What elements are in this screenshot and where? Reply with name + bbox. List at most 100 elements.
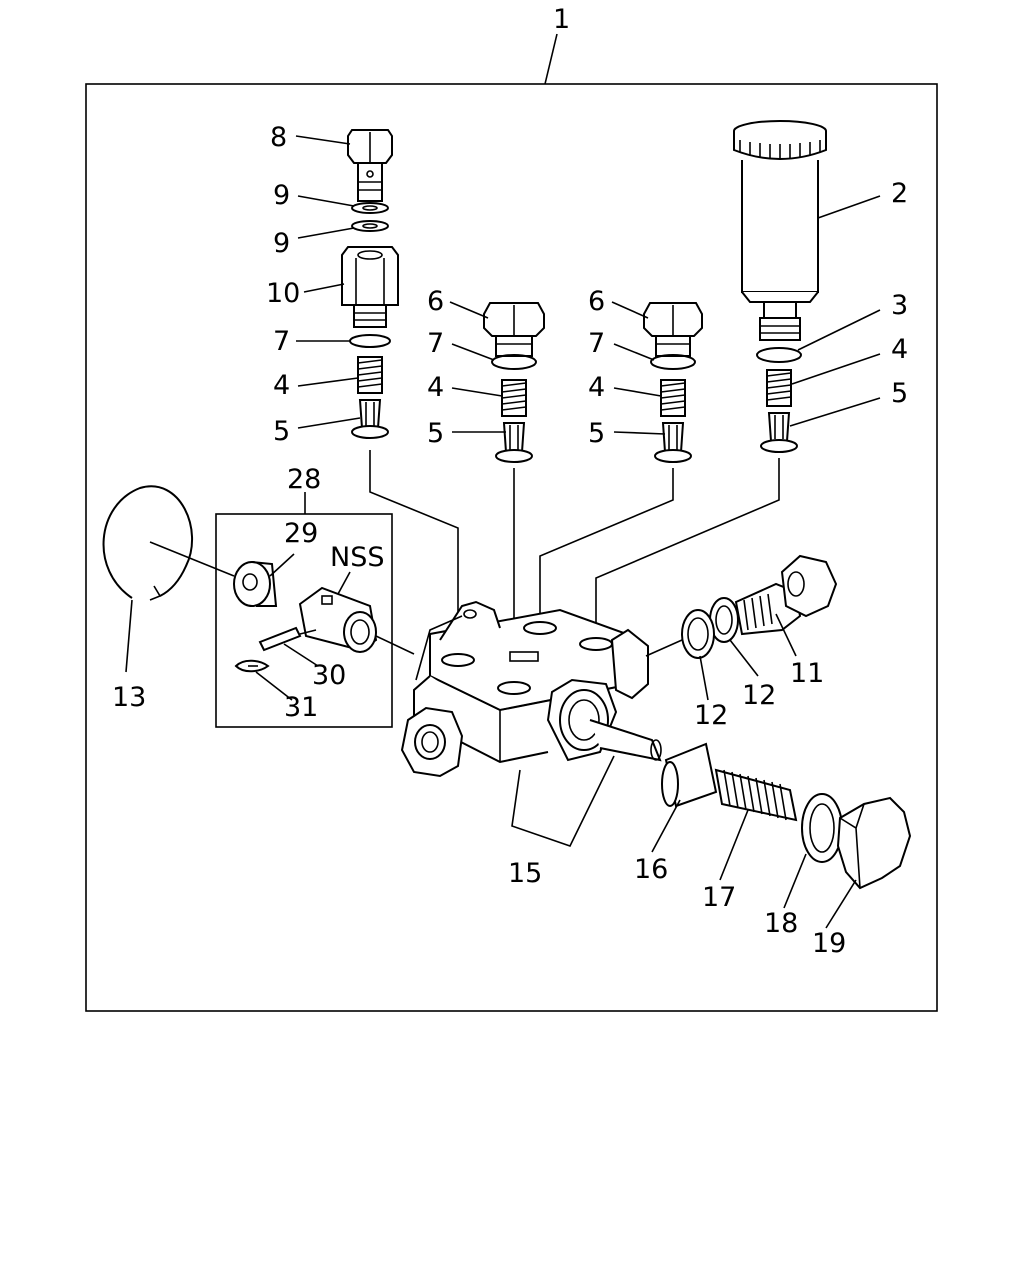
- label-5-col3: 5: [588, 418, 605, 449]
- leader-31: [255, 671, 293, 701]
- piston-16: [661, 742, 718, 808]
- label-3: 3: [891, 290, 908, 321]
- leader-12b: [729, 639, 759, 677]
- priming-pump-2: [733, 120, 827, 341]
- spring-17: [714, 768, 798, 822]
- label-4-col2: 4: [427, 372, 444, 403]
- valve-5-col1: [351, 399, 389, 439]
- label-18: 18: [764, 908, 798, 939]
- spring-4-col1: [357, 356, 383, 394]
- label-12-left: 12: [694, 700, 728, 731]
- guide-col4: [595, 458, 780, 642]
- label-9-lower: 9: [273, 228, 290, 259]
- label-5-right: 5: [891, 378, 908, 409]
- label-15: 15: [508, 858, 542, 889]
- leader-17: [719, 809, 749, 881]
- label-5-col2: 5: [427, 418, 444, 449]
- valve-5-col3: [654, 422, 692, 463]
- leader-30: [283, 643, 319, 667]
- guide-right-upper: [645, 639, 683, 657]
- leader-5a: [297, 417, 361, 429]
- washer-29: [233, 561, 278, 607]
- spring-4-col2: [501, 379, 527, 417]
- washer-12-left: [681, 609, 715, 659]
- leader-5c: [613, 431, 666, 435]
- leader-4d: [791, 353, 881, 385]
- label-7-col2: 7: [427, 328, 444, 359]
- label-30: 30: [312, 660, 346, 691]
- label-7-col3: 7: [588, 328, 605, 359]
- guide-col3: [539, 468, 674, 628]
- leader-18: [783, 853, 807, 909]
- nss-cylinder: [298, 586, 378, 653]
- snap-ring-13: [102, 485, 194, 601]
- plug-6-col3: [643, 302, 703, 357]
- label-1: 1: [553, 4, 570, 35]
- clip-31: [234, 659, 270, 673]
- leader-11: [775, 613, 797, 657]
- leader-6b: [449, 301, 489, 319]
- label-16: 16: [634, 854, 668, 885]
- leader-4a: [297, 377, 359, 387]
- leader-15: [511, 755, 615, 847]
- valve-5-col2: [495, 422, 533, 463]
- valve-5-col4: [760, 412, 798, 453]
- leader-29: [269, 553, 295, 577]
- o-ring-7-col1: [349, 334, 391, 348]
- o-ring-7-col3: [650, 354, 696, 370]
- banjo-bolt-8: [347, 129, 393, 202]
- label-nss: NSS: [330, 542, 384, 573]
- leader-6c: [611, 301, 649, 319]
- pin-30: [258, 626, 317, 652]
- label-13: 13: [112, 682, 146, 713]
- label-8: 8: [270, 122, 287, 153]
- label-17: 17: [702, 882, 736, 913]
- leader-19: [825, 879, 857, 929]
- leader-4b: [451, 387, 503, 397]
- leader-8: [295, 135, 351, 145]
- leader-13: [125, 599, 133, 673]
- guide-col1: [369, 450, 459, 660]
- label-5-col1: 5: [273, 416, 290, 447]
- leader-4c: [613, 387, 662, 397]
- leader-7c: [613, 343, 655, 361]
- kit-box-28: [215, 513, 393, 728]
- label-10: 10: [266, 278, 300, 309]
- leader-10: [303, 283, 345, 293]
- leader-16: [651, 799, 681, 853]
- gasket-18: [801, 793, 843, 863]
- leader-7b: [451, 343, 495, 361]
- label-7-col1: 7: [273, 326, 290, 357]
- label-9-upper: 9: [273, 180, 290, 211]
- pump-body-15: [400, 600, 662, 778]
- leader-3: [797, 309, 881, 351]
- label-31: 31: [284, 692, 318, 723]
- washer-9-upper: [351, 202, 389, 214]
- leader-nss: [337, 571, 351, 595]
- assembly-frame: [85, 83, 938, 1012]
- leader-12a: [699, 655, 709, 701]
- leader-9a: [297, 195, 355, 207]
- guide-13: [149, 541, 235, 577]
- label-4-col1: 4: [273, 370, 290, 401]
- label-12-right: 12: [742, 680, 776, 711]
- leader-2: [817, 195, 881, 219]
- leader-5d: [789, 397, 881, 427]
- label-2: 2: [891, 178, 908, 209]
- spring-4-col4: [766, 369, 792, 407]
- spring-4-col3: [660, 379, 686, 417]
- guide-nss: [375, 635, 415, 655]
- washer-9-lower: [351, 220, 389, 232]
- label-29: 29: [284, 518, 318, 549]
- leader-9b: [297, 227, 355, 239]
- adapter-10: [341, 246, 399, 328]
- leader-1: [544, 33, 558, 85]
- label-11: 11: [790, 658, 824, 689]
- o-ring-3: [756, 347, 802, 363]
- label-6-col2: 6: [427, 286, 444, 317]
- o-ring-7-col2: [491, 354, 537, 370]
- label-6-col3: 6: [588, 286, 605, 317]
- label-28: 28: [287, 464, 321, 495]
- plug-19: [836, 796, 912, 890]
